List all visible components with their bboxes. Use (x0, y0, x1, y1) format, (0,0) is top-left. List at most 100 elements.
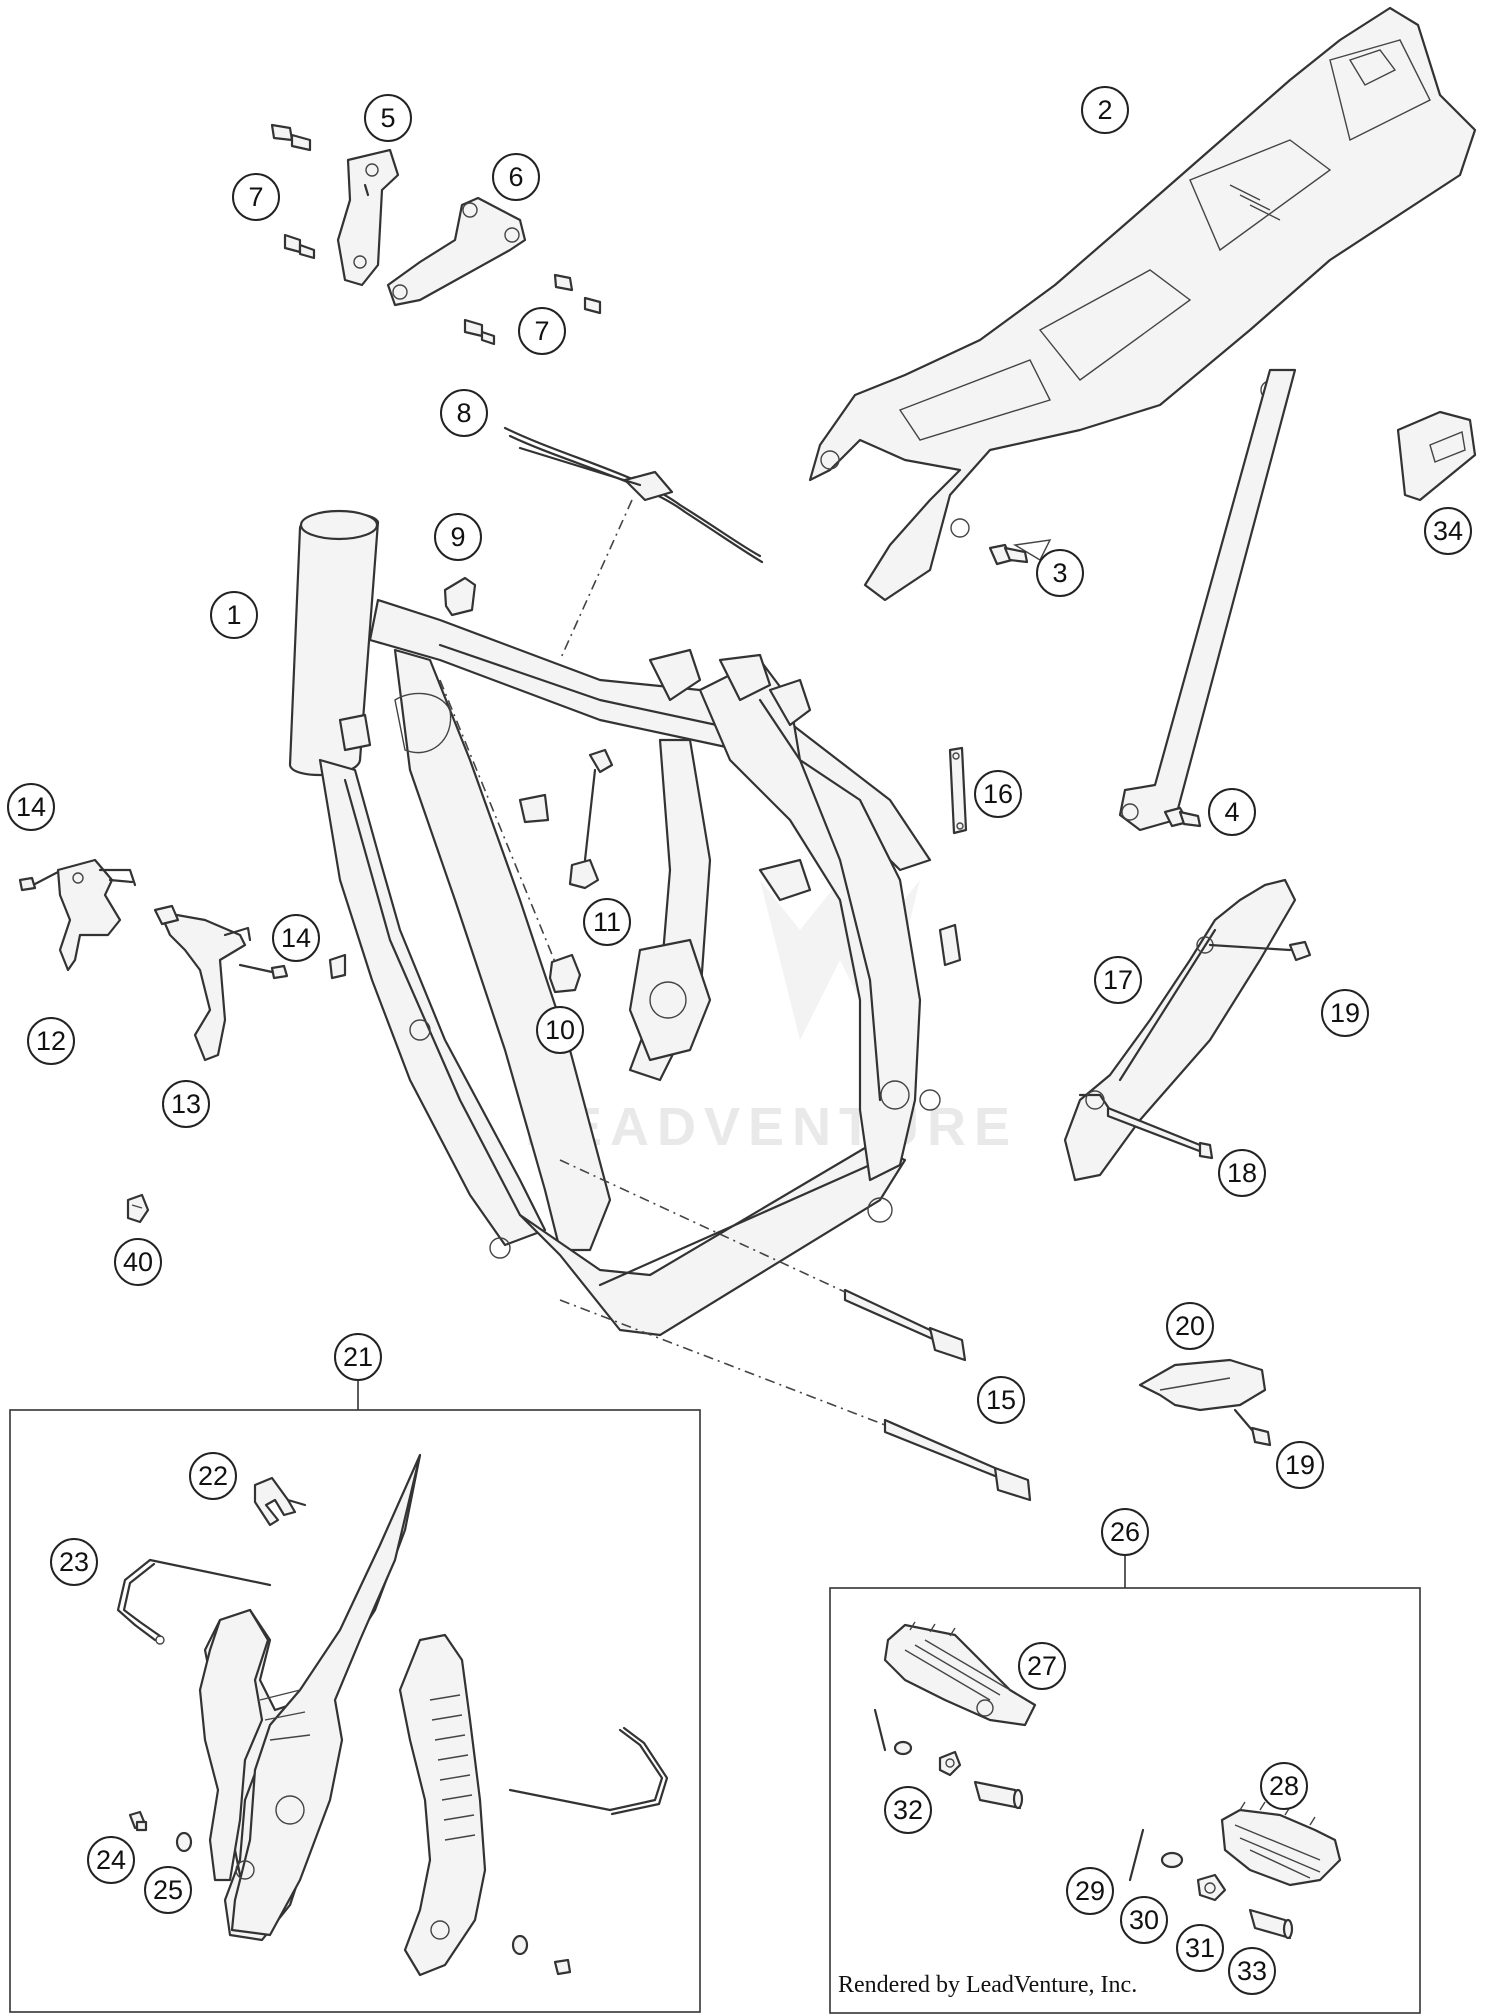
callout-21: 21 (334, 1333, 382, 1381)
callout-32: 32 (884, 1786, 932, 1834)
part-28-footpeg (1220, 1801, 1342, 1887)
svg-text:14: 14 (16, 792, 46, 822)
svg-text:2: 2 (1097, 95, 1112, 125)
part-6-bracket (386, 196, 527, 307)
part-3-bolt (988, 543, 1029, 566)
part-33-pin (1248, 1908, 1294, 1940)
svg-text:10: 10 (545, 1015, 575, 1045)
callout-16: 16 (974, 770, 1022, 818)
callout-20: 20 (1166, 1302, 1214, 1350)
part-5-bracket (336, 148, 400, 287)
callout-1: 1 (210, 591, 258, 639)
assembly-line-15b (559, 1299, 886, 1426)
assembly-line-10 (439, 679, 556, 963)
callout-13: 13 (162, 1080, 210, 1128)
callout-3: 3 (1036, 549, 1084, 597)
part-10-block (548, 953, 582, 994)
part-frame-protector-right (398, 1633, 487, 1977)
callout-24: 24 (87, 1836, 135, 1884)
callout-22: 22 (189, 1452, 237, 1500)
part-2-subframe (808, 6, 1477, 602)
callout-28: 28 (1260, 1762, 1308, 1810)
part-7-bolts-upper (270, 123, 316, 260)
assembly-line-15a (559, 1159, 846, 1293)
callout-30: 30 (1120, 1896, 1168, 1944)
svg-text:5: 5 (380, 103, 395, 133)
part-31-spring (1196, 1873, 1227, 1902)
part-7-bolts-lower (463, 273, 602, 346)
callout-9: 9 (434, 513, 482, 561)
svg-text:20: 20 (1175, 1311, 1205, 1341)
part-25-washer (175, 1831, 193, 1853)
svg-text:7: 7 (534, 316, 549, 346)
callout-15: 15 (977, 1376, 1025, 1424)
callout-26: 26 (1101, 1508, 1149, 1556)
svg-text:19: 19 (1285, 1450, 1315, 1480)
part-18-bolt (1106, 1106, 1214, 1160)
callout-14-right: 14 (272, 914, 320, 962)
svg-text:3: 3 (1052, 558, 1067, 588)
svg-text:16: 16 (983, 779, 1013, 809)
svg-text:7: 7 (248, 182, 263, 212)
svg-text:40: 40 (123, 1247, 153, 1277)
svg-text:8: 8 (456, 398, 471, 428)
part-34-cover (1396, 410, 1477, 502)
part-4-bolt (1163, 806, 1202, 828)
callout-19-lower: 19 (1276, 1441, 1324, 1489)
svg-text:26: 26 (1110, 1517, 1140, 1547)
callout-18: 18 (1218, 1149, 1266, 1197)
svg-text:32: 32 (893, 1795, 923, 1825)
callout-11: 11 (583, 898, 631, 946)
svg-text:14: 14 (281, 923, 311, 953)
svg-text:4: 4 (1224, 797, 1239, 827)
callout-33: 33 (1228, 1947, 1276, 1995)
part-rod-right (508, 1726, 669, 1816)
part-8-strap (503, 426, 764, 564)
callout-7-lower: 7 (518, 307, 566, 355)
part-2-subframe-strut (1118, 368, 1297, 832)
svg-text:31: 31 (1185, 1933, 1215, 1963)
part-22-clip (253, 1476, 307, 1527)
part-11-clamp (568, 748, 614, 890)
svg-text:25: 25 (153, 1875, 183, 1905)
part-40-nut (126, 1193, 150, 1224)
group-21-box (9, 1409, 701, 2013)
callout-5: 5 (364, 94, 412, 142)
watermark: LEADVENTURE (525, 1097, 1018, 1157)
callout-34: 34 (1424, 507, 1472, 555)
svg-text:17: 17 (1103, 965, 1133, 995)
callout-17: 17 (1094, 956, 1142, 1004)
svg-text:1: 1 (226, 600, 241, 630)
part-12-bracket (56, 858, 137, 972)
part-frame-protector-left (198, 1453, 422, 1942)
peg-pin-upper (873, 1708, 1024, 1810)
svg-text:27: 27 (1027, 1651, 1057, 1681)
svg-text:13: 13 (171, 1089, 201, 1119)
svg-text:9: 9 (450, 522, 465, 552)
callout-40: 40 (114, 1238, 162, 1286)
svg-text:15: 15 (986, 1385, 1016, 1415)
callout-19-upper: 19 (1321, 989, 1369, 1037)
callout-2: 2 (1081, 86, 1129, 134)
part-14-bolts (18, 870, 289, 980)
part-32-spring (938, 1750, 962, 1777)
callout-27: 27 (1018, 1642, 1066, 1690)
callout-8: 8 (440, 389, 488, 437)
render-credit: Rendered by LeadVenture, Inc. (838, 1972, 1138, 1998)
part-1-main-frame (288, 509, 962, 1337)
callout-7-upper: 7 (232, 173, 280, 221)
fasteners-bottom (511, 1934, 572, 1976)
assembly-line-8 (559, 499, 633, 661)
callout-4: 4 (1208, 788, 1256, 836)
part-15-bolts (843, 1288, 1032, 1502)
svg-text:21: 21 (343, 1342, 373, 1372)
svg-text:23: 23 (59, 1547, 89, 1577)
svg-text:29: 29 (1075, 1876, 1105, 1906)
callout-10: 10 (536, 1006, 584, 1054)
callout-31: 31 (1176, 1924, 1224, 1972)
part-9-clip (443, 576, 477, 617)
svg-text:18: 18 (1227, 1158, 1257, 1188)
svg-text:30: 30 (1129, 1905, 1159, 1935)
part-24-screw (128, 1810, 148, 1832)
